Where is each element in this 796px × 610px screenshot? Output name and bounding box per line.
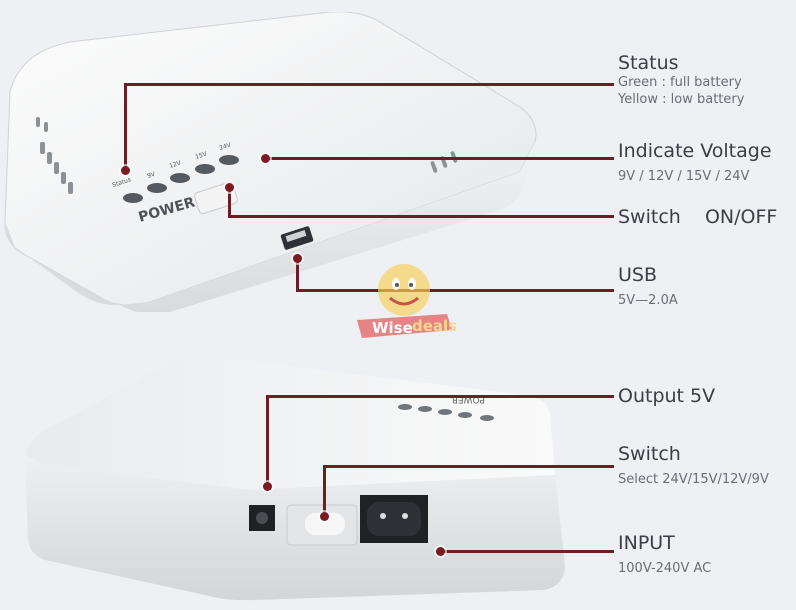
voltage-leds [123, 155, 239, 203]
leader-status-h [124, 83, 614, 86]
leader-usb-h [296, 289, 614, 292]
callout-switch-select: Switch Select 24V/15V/12V/9V [618, 443, 769, 487]
callout-output: Output 5V [618, 385, 716, 407]
leader-usb-v [296, 258, 299, 292]
leader-input [440, 550, 614, 553]
callout-usb: USB 5V—2.0A [618, 264, 678, 308]
leader-output-v [266, 395, 269, 487]
dot-output [263, 482, 272, 491]
callout-status: Status Green : full battery Yellow : low… [618, 52, 745, 107]
dot-voltage [261, 154, 270, 163]
wisedeals-watermark: Wise deals [357, 264, 457, 338]
leader-output-h [266, 395, 614, 398]
svg-text:9V: 9V [146, 171, 157, 180]
leader-status-v [124, 83, 127, 171]
dot-switch [225, 183, 234, 192]
callout-title: Status [618, 52, 679, 74]
leader-voltage [265, 157, 614, 160]
dot-select [320, 512, 329, 521]
callout-input: INPUT 100V-240V AC [618, 532, 712, 576]
dot-input [436, 547, 445, 556]
callout-switch-onoff: Switch ON/OFF [618, 206, 778, 228]
leader-select-h [323, 465, 614, 468]
vent-slots [36, 117, 458, 194]
watermark-text: Wise [372, 319, 413, 337]
svg-text:POWER: POWER [452, 394, 485, 404]
device-top-illustration: Status 9V 12V 15V 24V POWER [4, 12, 537, 312]
callout-indicate-voltage: Indicate Voltage 9V / 12V / 15V / 24V [618, 140, 772, 184]
dot-status [121, 166, 130, 175]
dot-usb [293, 254, 302, 263]
svg-text:12V: 12V [168, 159, 182, 170]
device-bottom-illustration: POWER [25, 355, 565, 601]
leader-switch-v [228, 188, 231, 218]
svg-text:15V: 15V [194, 150, 208, 161]
svg-text:24V: 24V [218, 141, 232, 152]
leader-switch-h [228, 215, 614, 218]
svg-text:deals: deals [412, 317, 457, 335]
leader-select-v [323, 465, 326, 517]
